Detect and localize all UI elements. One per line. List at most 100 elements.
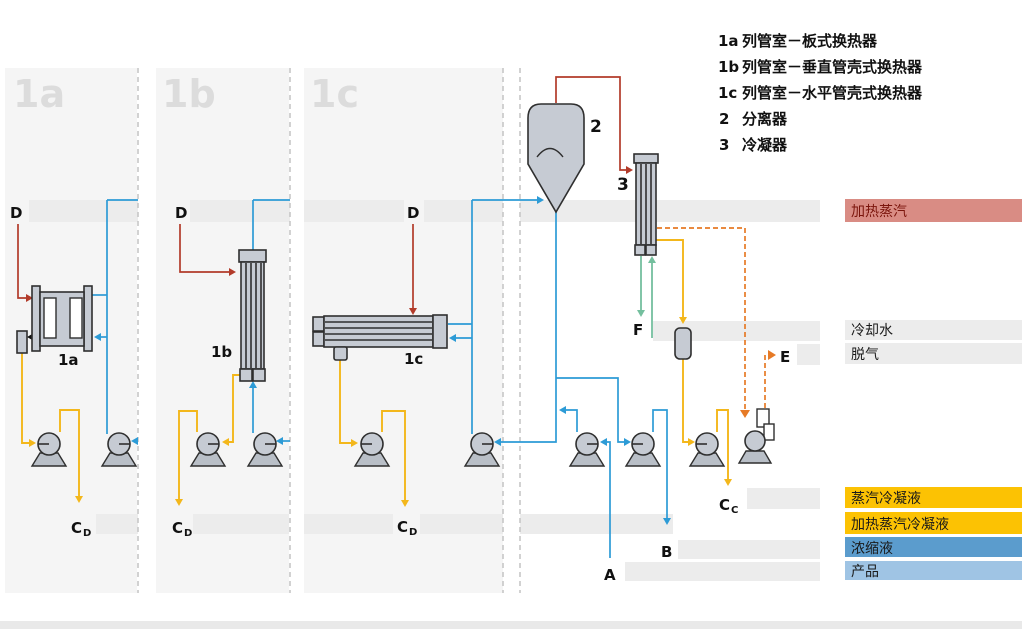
row-bands xyxy=(29,200,820,581)
product-lines xyxy=(91,196,671,558)
feed-line-a xyxy=(605,441,611,558)
condensate-in-1a xyxy=(21,353,31,444)
vertical-hx-label: 1b xyxy=(211,343,232,361)
concentrate-pump-arrow xyxy=(624,438,631,446)
pump-1a-condensate xyxy=(30,432,68,467)
condensate-arrow-1a xyxy=(29,439,36,447)
row-label-steam-condensate: 蒸汽冷凝液 xyxy=(851,491,921,507)
hx-inlet-arrow-1a xyxy=(94,333,101,341)
horizontal-hx-left-cap-top xyxy=(312,316,325,332)
pump-feed xyxy=(568,432,606,467)
band-concentrate xyxy=(678,540,820,559)
band-heating-steam-1c-left xyxy=(304,200,404,222)
steam-arrow-1b xyxy=(229,268,236,276)
degassing-arrow-e xyxy=(768,350,776,360)
steam-line-1b xyxy=(179,224,230,273)
plate-hx-label: 1a xyxy=(58,351,79,369)
condensate-line-c-arrow xyxy=(724,479,732,486)
vacuum-pump xyxy=(737,408,775,464)
separator-downcomer xyxy=(499,212,557,443)
pump-concentrate xyxy=(624,432,662,467)
stream-label-cd-1c-sub: D xyxy=(409,527,417,538)
cooling-water-out-arrow xyxy=(637,310,645,317)
pump-1b-condensate xyxy=(189,432,227,467)
hx-inlet-arrow-1c xyxy=(449,334,456,342)
pumps xyxy=(30,408,775,467)
row-label-concentrate: 浓缩液 xyxy=(851,541,893,557)
panel-1b-background xyxy=(156,68,289,593)
row-label-band-degassing xyxy=(845,343,1022,364)
condensate-out-1c xyxy=(381,410,406,501)
condensate-out-1a xyxy=(59,409,80,497)
band-heating-steam-1c-right xyxy=(424,200,503,222)
condensate-out-arrow-1c xyxy=(401,500,409,507)
panel-separators xyxy=(137,68,521,593)
row-label-band-concentrate xyxy=(845,537,1022,557)
feed-arrow-1b xyxy=(276,437,283,445)
legend: 1a 列管室－板式换热器 1b 列管室－垂直管壳式换热器 1c 列管室－水平管壳… xyxy=(718,32,923,154)
vertical-hx-top-cap xyxy=(238,249,267,263)
stream-label-d-1c: D xyxy=(407,204,419,222)
stream-label-a: A xyxy=(604,566,616,584)
vapor-line-separator-condenser xyxy=(555,76,628,171)
row-label-band-product xyxy=(845,561,1022,580)
legend-num-3: 3 xyxy=(719,136,729,154)
cooling-water-lines xyxy=(637,256,656,338)
row-label-heating-steam: 加热蒸汽 xyxy=(851,204,907,220)
steam-arrow-1c xyxy=(409,308,417,315)
panel-title-1c: 1c xyxy=(310,72,359,116)
legend-num-1b: 1b xyxy=(718,58,739,76)
steam-trap-1a xyxy=(16,330,28,354)
band-heating-condensate-main xyxy=(520,514,673,534)
horizontal-hx-body xyxy=(323,315,434,348)
band-cooling-water xyxy=(653,321,820,341)
legend-num-2: 2 xyxy=(719,110,729,128)
concentrate-line-b-arrow xyxy=(663,518,671,525)
condensate-arrow-1c xyxy=(351,439,358,447)
vertical-hx-bottom-cap-left xyxy=(239,368,253,382)
vertical-hx-1b: 1b xyxy=(211,249,267,382)
condenser-top-cap xyxy=(633,153,659,164)
separator-arc xyxy=(536,147,564,158)
plate-hx-pack-left xyxy=(43,297,57,339)
band-degassing xyxy=(797,344,820,365)
plate-hx-frame-left xyxy=(31,285,41,352)
band-heating-condensate-1c-left xyxy=(304,514,393,534)
band-heating-condensate-1b xyxy=(193,514,289,534)
legend-label-1c: 列管室－水平管壳式换热器 xyxy=(742,84,923,102)
separator-inlet-arrow xyxy=(537,196,544,204)
panel-title-1a: 1a xyxy=(13,72,65,116)
legend-label-3: 冷凝器 xyxy=(742,136,788,154)
condenser-label: 3 xyxy=(617,175,629,195)
condensate-out-arrow-1a xyxy=(75,496,83,503)
legend-num-1a: 1a xyxy=(718,32,739,50)
stream-labels: D D D A B E F C D C D C D C C xyxy=(10,204,790,584)
plate-hx-frame-right xyxy=(83,285,93,352)
plate-heat-exchanger-1a: 1a xyxy=(16,285,93,369)
condensate-out-arrow-1b xyxy=(175,499,183,506)
horizontal-hx-right-cap xyxy=(432,314,448,349)
separator-vessel: 2 xyxy=(527,103,602,214)
stream-label-cc: C xyxy=(719,496,730,514)
pot-outlet-line xyxy=(682,359,690,443)
vapor-arrow-condenser xyxy=(626,166,633,174)
band-product xyxy=(625,562,820,581)
row-label-band-heating-steam xyxy=(845,199,1022,222)
separator-label: 2 xyxy=(590,117,602,137)
row-label-heating-condensate: 加热蒸汽冷凝液 xyxy=(851,517,949,533)
separator-body xyxy=(527,103,585,214)
stream-label-cd-1b-sub: D xyxy=(184,528,192,539)
row-label-cooling-water: 冷却水 xyxy=(851,323,893,339)
footer-strip xyxy=(0,621,1022,629)
pot-inlet-arrow xyxy=(679,317,687,324)
steam-trap-1c xyxy=(333,346,348,361)
condensate-in-1c xyxy=(339,360,353,444)
row-label-band-heating-condensate xyxy=(845,512,1022,534)
feed-arrow-1a xyxy=(131,437,138,445)
hx-inlet-arrow-1b xyxy=(249,381,257,388)
concentrate-branch xyxy=(556,377,626,443)
degassing-line-2 xyxy=(764,354,770,408)
stream-label-cd-1c: C xyxy=(397,518,408,536)
stream-label-cd-1a-sub: D xyxy=(83,528,91,539)
